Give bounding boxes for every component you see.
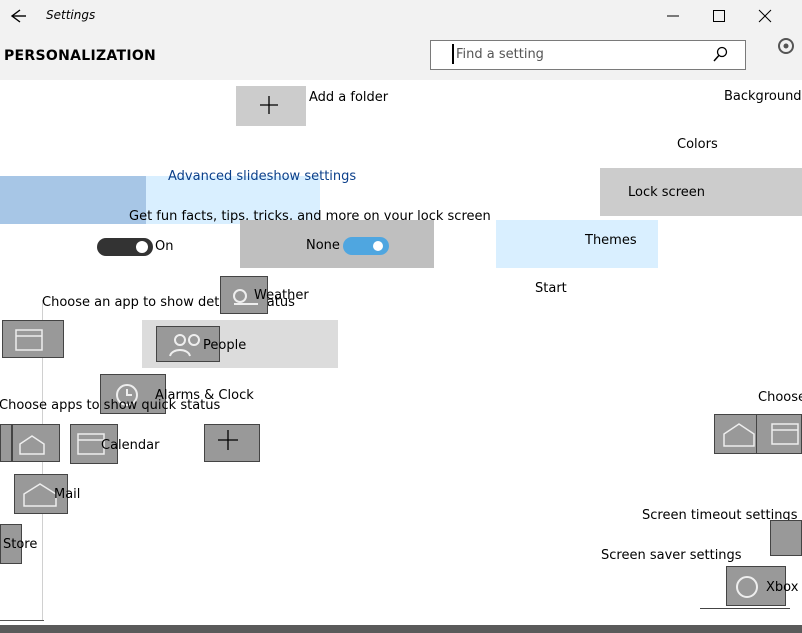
choose-right-label: Choose: [758, 390, 802, 405]
right-calendar-tile[interactable]: [756, 414, 802, 454]
toggle-blue-icon: [343, 237, 389, 255]
xbox-label: Xbox: [766, 580, 799, 595]
bottom-strip: [0, 625, 802, 633]
advanced-slideshow-link[interactable]: Advanced slideshow settings: [168, 169, 357, 184]
screen-saver-link[interactable]: Screen saver settings: [601, 548, 742, 563]
people-icon: [166, 330, 206, 362]
calendar-icon: [14, 326, 44, 356]
people-label: People: [203, 338, 247, 353]
detailed-status-tile[interactable]: [240, 220, 434, 268]
quick-tile-0[interactable]: [0, 424, 12, 462]
search-input[interactable]: Find a setting: [456, 47, 544, 62]
advanced-slideshow-block: [146, 176, 320, 224]
nav-item-background[interactable]: Background: [724, 89, 802, 104]
back-arrow-icon: [10, 9, 26, 23]
weather-label: Weather: [254, 288, 309, 303]
alarms-tile[interactable]: [100, 374, 166, 414]
store-label: Store: [3, 537, 38, 552]
alarms-label: Alarms & Clock: [155, 388, 254, 403]
search-icon: [713, 46, 728, 62]
nav-item-themes[interactable]: [496, 220, 658, 268]
close-button[interactable]: [742, 0, 788, 32]
calendar-label: Calendar: [101, 438, 160, 453]
calendar-tile-left[interactable]: [2, 320, 64, 358]
minimize-button[interactable]: [650, 0, 696, 32]
plus-icon: [258, 94, 280, 120]
mail-icon: [22, 480, 58, 512]
back-button[interactable]: [6, 6, 28, 26]
weather-tile[interactable]: [220, 276, 268, 314]
screen-timeout-link[interactable]: Screen timeout settings: [642, 508, 798, 523]
toggle-state-label: On: [155, 239, 174, 254]
nav-item-lock-screen[interactable]: [600, 168, 802, 216]
search-caret: [452, 44, 454, 64]
xbox-icon: [732, 572, 762, 604]
mail-tile[interactable]: [14, 474, 68, 514]
quick-apps-label: Choose apps to show quick status: [0, 398, 221, 413]
mail-small-icon: [18, 430, 52, 460]
add-folder-tile[interactable]: [236, 86, 306, 126]
nav-item-lock-screen-label: Lock screen: [628, 185, 705, 200]
right-calendar-icon: [768, 420, 802, 452]
divider-bottom: [0, 620, 44, 621]
people-tile-icon-bg: [156, 326, 220, 362]
minimize-icon: [667, 15, 679, 17]
nav-item-start[interactable]: Start: [535, 281, 567, 296]
right-mail-icon: [722, 420, 756, 452]
weather-icon: [224, 282, 264, 312]
alarms-clock-icon: [112, 380, 142, 412]
detailed-status-label: None: [306, 238, 340, 253]
search-box[interactable]: [430, 40, 746, 70]
fun-facts-toggle[interactable]: [96, 236, 154, 262]
browse-block[interactable]: [0, 176, 146, 224]
right-tile-2[interactable]: [770, 520, 802, 556]
close-icon: [758, 9, 772, 23]
store-tile[interactable]: [0, 524, 22, 564]
quick-tile-1[interactable]: [12, 424, 60, 462]
detailed-status-toggle[interactable]: [342, 236, 390, 260]
plus-icon: [216, 428, 240, 456]
search-button[interactable]: [712, 45, 730, 67]
window-title: Settings: [46, 8, 96, 22]
nav-item-colors[interactable]: Colors: [677, 137, 718, 152]
xbox-divider: [700, 608, 790, 609]
mail-label: Mail: [54, 487, 81, 502]
content-area: [0, 80, 802, 626]
nav-item-themes-label: Themes: [585, 233, 637, 248]
add-quick-app-tile[interactable]: [204, 424, 260, 462]
add-folder-label[interactable]: Add a folder: [309, 90, 389, 105]
toggle-switch-icon: [97, 238, 153, 256]
maximize-icon: [713, 10, 725, 22]
gear-icon: [778, 38, 794, 54]
calendar-small-icon: [74, 430, 108, 462]
maximize-button[interactable]: [696, 0, 742, 32]
settings-gear-badge: [770, 30, 802, 66]
page-heading: PERSONALIZATION: [4, 48, 157, 64]
